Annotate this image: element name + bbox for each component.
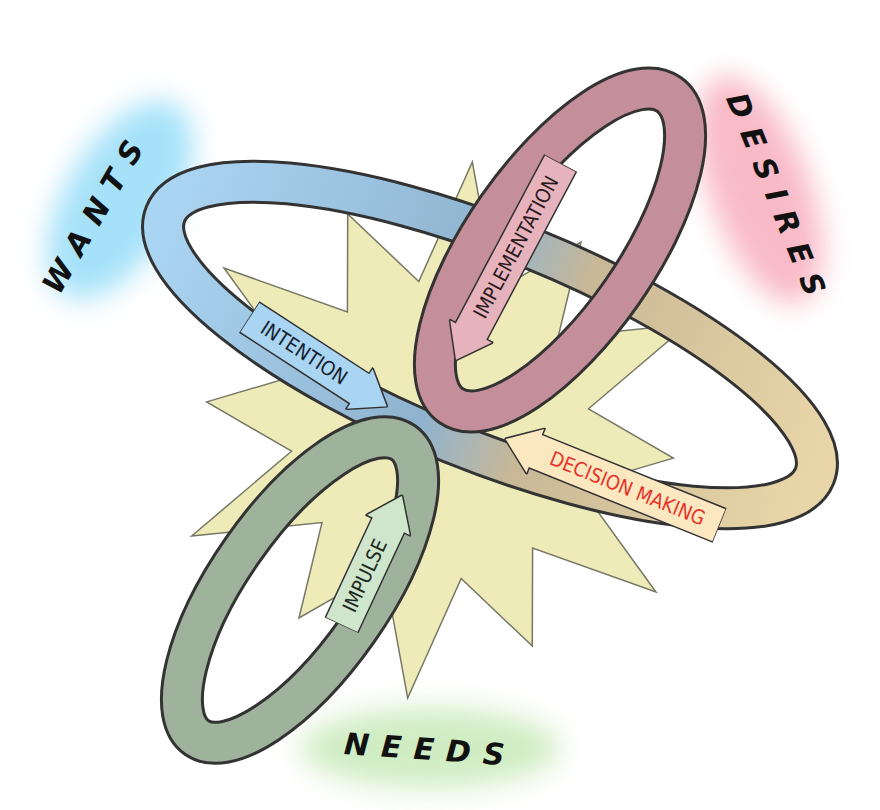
ribbon-rings bbox=[126, 51, 854, 777]
arrow-outline bbox=[495, 415, 729, 548]
arrow-outline bbox=[433, 151, 582, 372]
arrow-outline bbox=[235, 296, 401, 428]
arrow-outline bbox=[319, 484, 425, 636]
